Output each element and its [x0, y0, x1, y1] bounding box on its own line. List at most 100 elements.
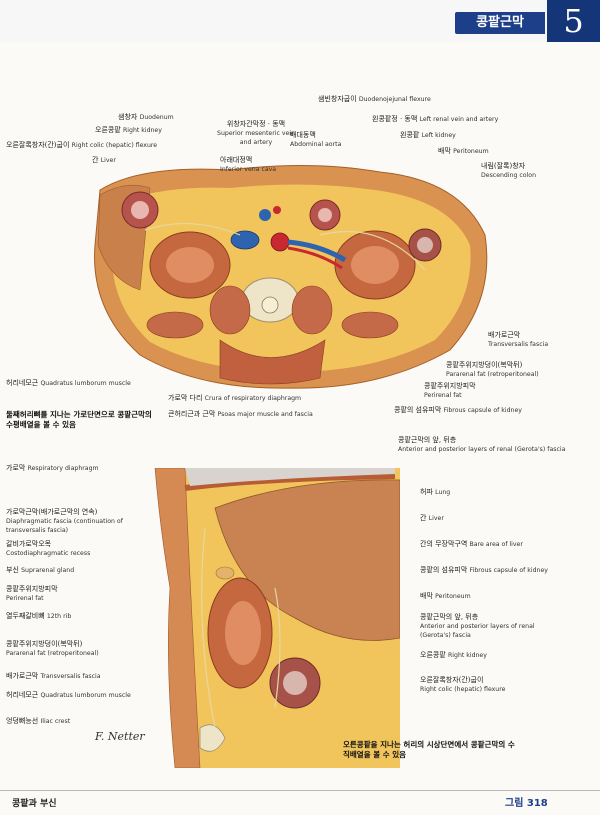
label-iliac-crest-ko: 엉덩뼈능선 [6, 717, 39, 725]
label-aorta: 배대동맥 Abdominal aorta [290, 131, 350, 149]
label-duodenojejunal: 샘빈창자굽이 Duodenojejunal flexure [318, 95, 431, 104]
label-suprarenal-ko: 부신 [6, 566, 19, 574]
label-suprarenal-en: Suprarenal gland [21, 567, 75, 574]
label-renal-fascia-bottom: 콩팥근막의 앞, 뒤층 Anterior and posterior layer… [420, 613, 545, 640]
label-left-renal-vessels: 왼콩팥정 · 동맥 Left renal vein and artery [372, 115, 498, 124]
label-aorta-en: Abdominal aorta [290, 141, 342, 148]
footer-section-name: 콩팥과 부신 [12, 799, 57, 809]
label-bare-area-ko: 간의 무장막구역 [420, 540, 468, 548]
label-duodenum-ko: 샘창자 [118, 113, 138, 121]
label-lung-en: Lung [435, 489, 451, 496]
label-lung-ko: 허파 [420, 488, 433, 496]
label-right-colic-bottom: 오른잘록창자(간)굽이 Right colic (hepatic) flexur… [420, 676, 505, 694]
label-diaphragmatic-fascia-ko: 가로막근막(배가로근막의 연속) [6, 508, 98, 516]
label-bare-area: 간의 무장막구역 Bare area of liver [420, 540, 523, 549]
label-liver-top-ko: 간 [92, 156, 99, 164]
label-peritoneum-bottom: 배막 Peritoneum [420, 592, 471, 601]
transverse-section-illustration [94, 164, 488, 389]
label-peritoneum-top-ko: 배막 [438, 147, 451, 155]
label-perirenal-fat-bottom-ko: 콩팥주위지방피막 [6, 585, 58, 593]
chapter-number: 5 [547, 0, 600, 42]
label-quadratus-bottom: 허리네모근 Quadratus lumborum muscle [6, 691, 131, 700]
label-quadratus-bottom-ko: 허리네모근 [6, 691, 39, 699]
label-right-colic-flexure-ko: 오른잘록창자(간)굽이 [6, 141, 70, 149]
label-right-kidney-bottom: 오른콩팥 Right kidney [420, 651, 487, 660]
label-pararenal-fat-bottom-en: Pararenal fat (retroperitoneal) [6, 650, 99, 657]
label-right-kidney-ko: 오른콩팥 [95, 126, 121, 134]
label-transversalis-fascia-bottom: 배가로근막 Transversalis fascia [6, 672, 101, 681]
label-ivc-en: Inferior vena cava [220, 166, 277, 173]
label-duodenojejunal-en: Duodenojejunal flexure [358, 96, 431, 103]
label-costodiaphragmatic-ko: 갈비가로막오목 [6, 540, 52, 548]
label-renal-fascia-bottom-en: Anterior and posterior layers of renal (… [420, 623, 535, 639]
label-fibrous-capsule-bottom-ko: 콩팥의 섬유피막 [420, 566, 468, 574]
label-descending-colon-ko: 내림(잘록)창자 [481, 162, 526, 170]
label-perirenal-fat-bottom-en: Perirenal fat [6, 595, 44, 602]
label-liver-bottom: 간 Liver [420, 514, 444, 523]
label-sup-mesenteric-ko: 위창자간막정 · 동맥 [226, 120, 286, 128]
label-pararenal-fat-top-ko: 콩팥주위지방덩이(복막뒤) [446, 361, 523, 369]
label-renal-fascia-bottom-ko: 콩팥근막의 앞, 뒤층 [420, 613, 479, 621]
label-right-colic-flexure-en: Right colic (hepatic) flexure [71, 142, 158, 149]
label-diaphragmatic-fascia-en: Diaphragmatic fascia (continuation of tr… [6, 518, 123, 534]
label-fibrous-capsule-bottom-en: Fibrous capsule of kidney [469, 567, 548, 574]
label-pararenal-fat-top: 콩팥주위지방덩이(복막뒤) Pararenal fat (retroperito… [446, 361, 539, 379]
label-transversalis-fascia-bottom-en: Transversalis fascia [40, 673, 101, 680]
label-left-renal-vessels-en: Left renal vein and artery [419, 116, 499, 123]
label-duodenojejunal-ko: 샘빈창자굽이 [318, 95, 357, 103]
label-crura-ko: 가로막 다리 [168, 394, 203, 402]
label-right-kidney-bottom-en: Right kidney [448, 652, 487, 659]
label-right-kidney-en: Right kidney [123, 127, 162, 134]
label-lung: 허파 Lung [420, 488, 450, 497]
label-psoas-ko: 큰허리근과 근막 [168, 410, 216, 418]
label-perirenal-fat-bottom: 콩팥주위지방피막 Perirenal fat [6, 585, 58, 603]
label-liver-top-en: Liver [100, 157, 116, 164]
label-liver-bottom-ko: 간 [420, 514, 427, 522]
bottom-figure-caption: 오른콩팥을 지나는 허리의 시상단면에서 콩팥근막의 수직배열을 볼 수 있음 [343, 740, 515, 759]
label-fibrous-capsule-top: 콩팥의 섬유피막 Fibrous capsule of kidney [394, 406, 522, 415]
label-diaphragm-ko: 가로막 [6, 464, 26, 472]
label-quadratus-bottom-en: Quadratus lumborum muscle [40, 692, 131, 699]
label-left-renal-vessels-ko: 왼콩팥정 · 동맥 [372, 115, 418, 123]
label-transversalis-fascia-bottom-ko: 배가로근막 [6, 672, 39, 680]
label-right-colic-bottom-ko: 오른잘록창자(간)굽이 [420, 676, 484, 684]
label-right-colic-bottom-en: Right colic (hepatic) flexure [420, 686, 506, 693]
label-quadratus-top-ko: 허리네모근 [6, 379, 39, 387]
label-pararenal-fat-bottom-ko: 콩팥주위지방덩이(복막뒤) [6, 640, 83, 648]
label-sup-mesenteric-en: Superior mesenteric vein and artery [217, 130, 295, 146]
label-renal-fascia-top-ko: 콩팥근막의 앞, 뒤층 [398, 436, 457, 444]
label-bare-area-en: Bare area of liver [469, 541, 523, 548]
page-section-title: 콩팥근막 [455, 12, 545, 34]
label-perirenal-fat-top-ko: 콩팥주위지방피막 [424, 382, 476, 390]
label-liver-bottom-en: Liver [428, 515, 444, 522]
label-quadratus-top: 허리네모근 Quadratus lumborum muscle [6, 379, 131, 388]
label-crura-en: Crura of respiratory diaphragm [204, 395, 302, 402]
label-costodiaphragmatic: 갈비가로막오목 Costodiaphragmatic recess [6, 540, 90, 558]
label-peritoneum-bottom-ko: 배막 [420, 592, 433, 600]
sagittal-section-illustration [154, 468, 400, 768]
label-renal-fascia-top-en: Anterior and posterior layers of renal (… [398, 446, 566, 453]
label-transversalis-fascia-top: 배가로근막 Transversalis fascia [488, 331, 548, 349]
label-transversalis-fascia-top-ko: 배가로근막 [488, 331, 521, 339]
label-quadratus-top-en: Quadratus lumborum muscle [40, 380, 131, 387]
label-renal-fascia-top: 콩팥근막의 앞, 뒤층 Anterior and posterior layer… [398, 436, 565, 454]
label-fibrous-capsule-bottom: 콩팥의 섬유피막 Fibrous capsule of kidney [420, 566, 548, 575]
label-fibrous-capsule-top-en: Fibrous capsule of kidney [443, 407, 522, 414]
label-crura: 가로막 다리 Crura of respiratory diaphragm [168, 394, 301, 403]
label-rib12: 열두째갈비뼈 12th rib [6, 612, 71, 621]
footer-divider [0, 790, 600, 791]
label-rib12-ko: 열두째갈비뼈 [6, 612, 45, 620]
label-ivc-ko: 아래대정맥 [220, 156, 253, 164]
label-left-kidney: 왼콩팥 Left kidney [400, 131, 456, 140]
label-ivc: 아래대정맥 Inferior vena cava [220, 156, 276, 174]
label-right-kidney: 오른콩팥 Right kidney [95, 126, 162, 135]
label-costodiaphragmatic-en: Costodiaphragmatic recess [6, 550, 91, 557]
label-peritoneum-top-en: Peritoneum [453, 148, 489, 155]
label-descending-colon: 내림(잘록)창자 Descending colon [481, 162, 536, 180]
label-liver-top: 간 Liver [92, 156, 116, 165]
label-perirenal-fat-top-en: Perirenal fat [424, 392, 462, 399]
label-perirenal-fat-top: 콩팥주위지방피막 Perirenal fat [424, 382, 476, 400]
label-peritoneum-top: 배막 Peritoneum [438, 147, 489, 156]
artist-signature: F. Netter [95, 730, 145, 743]
label-left-kidney-en: Left kidney [421, 132, 456, 139]
